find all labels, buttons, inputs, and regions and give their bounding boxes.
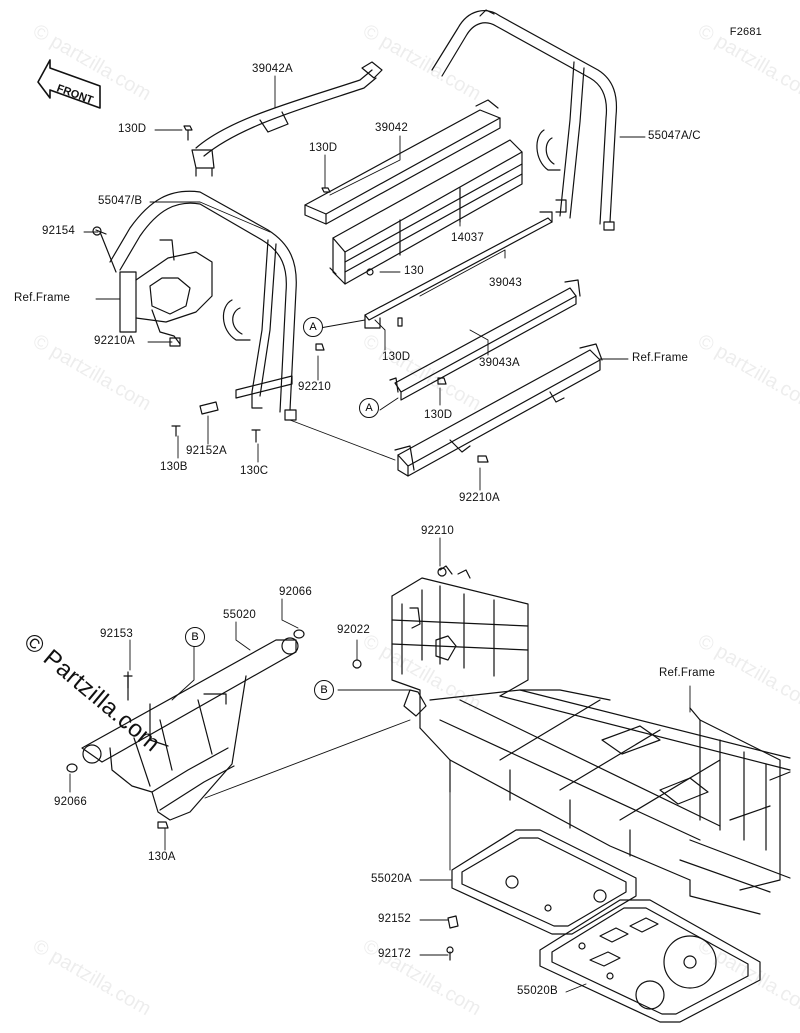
callout-130A: 130A [148, 851, 176, 863]
callout-130C: 130C [240, 465, 269, 477]
main-frame-chassis [391, 565, 791, 915]
callout-130D: 130D [309, 142, 338, 154]
callout-130D: 130D [382, 351, 411, 363]
callout-92152: 92152 [378, 913, 411, 925]
callout-92154: 92154 [42, 225, 75, 237]
skid-plate-55020A [451, 829, 637, 935]
callout-55020: 55020 [223, 609, 256, 621]
callout-39043: 39043 [489, 277, 522, 289]
callout-92210A: 92210A [459, 492, 500, 504]
caps-92066 [66, 629, 305, 773]
ref-marker-b: B [314, 680, 334, 700]
callout-92210: 92210 [298, 381, 331, 393]
beam-39043A [389, 279, 581, 401]
fasteners-top [92, 125, 489, 463]
roll-bar-55047B [109, 190, 297, 421]
fasteners-lower [123, 567, 459, 961]
callout-39042A: 39042A [252, 63, 293, 75]
callout-55047AC: 55047A/C [648, 130, 701, 142]
front-arrow-badge: FRONT [37, 59, 101, 109]
roll-bar-55047AC [431, 9, 618, 231]
callout-92153: 92153 [100, 628, 133, 640]
callout-14037: 14037 [451, 232, 484, 244]
ref-marker-a: A [359, 398, 379, 418]
ref-marker-b: B [185, 627, 205, 647]
bar-39042A [191, 61, 383, 177]
callout-130: 130 [404, 265, 424, 277]
callout-130D: 130D [424, 409, 453, 421]
callout-ref-frame: Ref.Frame [632, 352, 689, 364]
callout-55020A: 55020A [371, 873, 412, 885]
callout-92152A: 92152A [186, 445, 227, 457]
callout-55047B: 55047/B [98, 195, 143, 207]
callout-130D: 130D [118, 123, 147, 135]
skid-plate-55020B [539, 899, 761, 1023]
frame-bracket-left [119, 239, 213, 345]
leader-lines-lower [69, 537, 691, 993]
callout-92172: 92172 [378, 948, 411, 960]
callout-92210: 92210 [421, 525, 454, 537]
callout-92066: 92066 [279, 586, 312, 598]
bumper-55020 [81, 637, 299, 821]
figure-id-label: F2681 [729, 26, 762, 38]
leader-lines-top [83, 75, 646, 491]
beam-lower-frame [394, 343, 603, 477]
callout-ref-frame: Ref.Frame [14, 292, 71, 304]
callout-130B: 130B [160, 461, 188, 473]
svg-text:FRONT: FRONT [55, 83, 95, 107]
callout-39042: 39042 [375, 122, 408, 134]
callout-92066: 92066 [54, 796, 87, 808]
callout-92022: 92022 [337, 624, 370, 636]
callout-92210A: 92210A [94, 335, 135, 347]
beam-39042 [304, 99, 501, 225]
callout-39043A: 39043A [479, 357, 520, 369]
panel-14037 [329, 139, 523, 285]
callout-ref-frame: Ref.Frame [659, 667, 716, 679]
ref-marker-a: A [303, 317, 323, 337]
callout-55020B: 55020B [517, 985, 558, 997]
beam-39043 [364, 211, 553, 329]
